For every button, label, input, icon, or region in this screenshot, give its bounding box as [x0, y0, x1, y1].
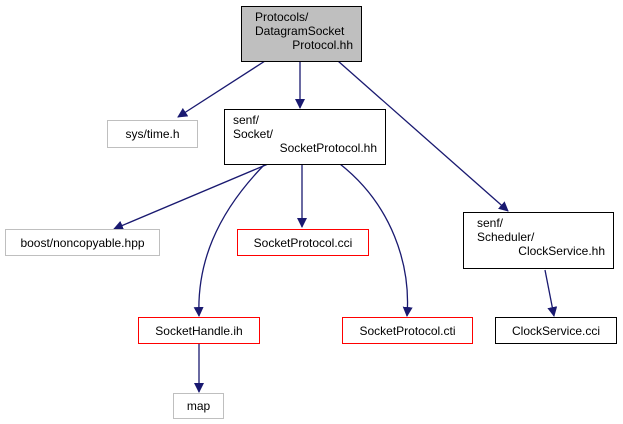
node-senf-socket-protocol-hh: senf/ Socket/ SocketProtocol.hh — [224, 109, 386, 165]
node-line: senf/ — [477, 216, 504, 230]
node-line: SocketProtocol.hh — [279, 141, 377, 155]
node-socket-handle-ih: SocketHandle.ih — [138, 317, 260, 344]
node-label: map — [186, 399, 211, 413]
node-map: map — [173, 393, 224, 419]
node-line: Protocol.hh — [292, 38, 353, 52]
edge-socket-protocol-to-socket-handle — [193, 163, 266, 317]
edge-socket-protocol-to-noncopyable — [113, 163, 269, 231]
node-socket-protocol-cti: SocketProtocol.cti — [342, 317, 473, 344]
node-line: DatagramSocket — [255, 24, 345, 38]
node-protocols-datagram-socket-protocol-hh: Protocols/ DatagramSocket Protocol.hh — [241, 6, 362, 62]
node-label: ClockService.cci — [511, 323, 601, 338]
node-label: sys/time.h — [125, 127, 180, 141]
node-line: senf/ — [233, 113, 260, 127]
node-socket-protocol-cci: SocketProtocol.cci — [237, 229, 369, 256]
node-clock-service-cci: ClockService.cci — [495, 317, 617, 344]
node-senf-scheduler-clock-service-hh: senf/ Scheduler/ ClockService.hh — [463, 212, 614, 269]
node-boost-noncopyable-hpp: boost/noncopyable.hpp — [5, 229, 160, 256]
node-sys-time-h: sys/time.h — [107, 120, 198, 148]
node-line: Protocols/ — [255, 10, 309, 24]
node-line: Scheduler/ — [477, 230, 535, 244]
node-line: Socket/ — [233, 127, 274, 141]
node-label: SocketHandle.ih — [155, 323, 243, 338]
edge-root-to-sys-time — [177, 60, 266, 118]
node-label: SocketProtocol.cci — [253, 235, 353, 250]
edge-root-to-clock-service-hh — [337, 60, 509, 212]
node-line: ClockService.hh — [518, 244, 605, 258]
edge-socket-protocol-to-cti — [339, 163, 413, 317]
node-label: SocketProtocol.cti — [359, 323, 456, 338]
edge-clock-service-hh-to-cci — [544, 269, 558, 317]
node-label: boost/noncopyable.hpp — [20, 235, 145, 250]
